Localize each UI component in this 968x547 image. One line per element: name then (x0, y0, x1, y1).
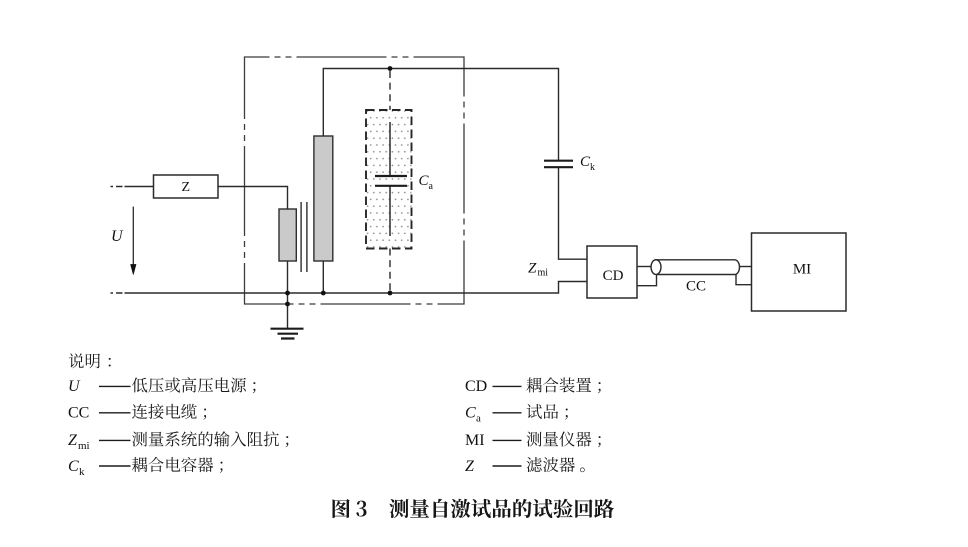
svg-text:MI: MI (465, 432, 485, 449)
svg-text:mi: mi (538, 268, 549, 279)
svg-text:U: U (111, 228, 124, 245)
svg-text:k: k (79, 466, 85, 478)
svg-text:a: a (429, 181, 434, 192)
svg-text:CD: CD (465, 378, 487, 395)
svg-text:Z: Z (182, 180, 191, 195)
svg-text:CC: CC (68, 405, 89, 422)
svg-text:CC: CC (686, 279, 706, 295)
svg-text:k: k (590, 162, 595, 173)
svg-text:CD: CD (603, 268, 624, 284)
svg-text:U: U (68, 378, 81, 395)
svg-text:mi: mi (78, 440, 90, 452)
svg-text:Z: Z (465, 458, 475, 475)
svg-text:C: C (419, 173, 430, 189)
svg-text:MI: MI (793, 262, 811, 278)
svg-text:Z: Z (528, 261, 537, 277)
svg-text:Z: Z (68, 432, 78, 449)
svg-text:C: C (580, 154, 591, 170)
svg-text:C: C (465, 405, 476, 422)
svg-text:C: C (68, 458, 79, 475)
svg-text:a: a (476, 413, 481, 425)
